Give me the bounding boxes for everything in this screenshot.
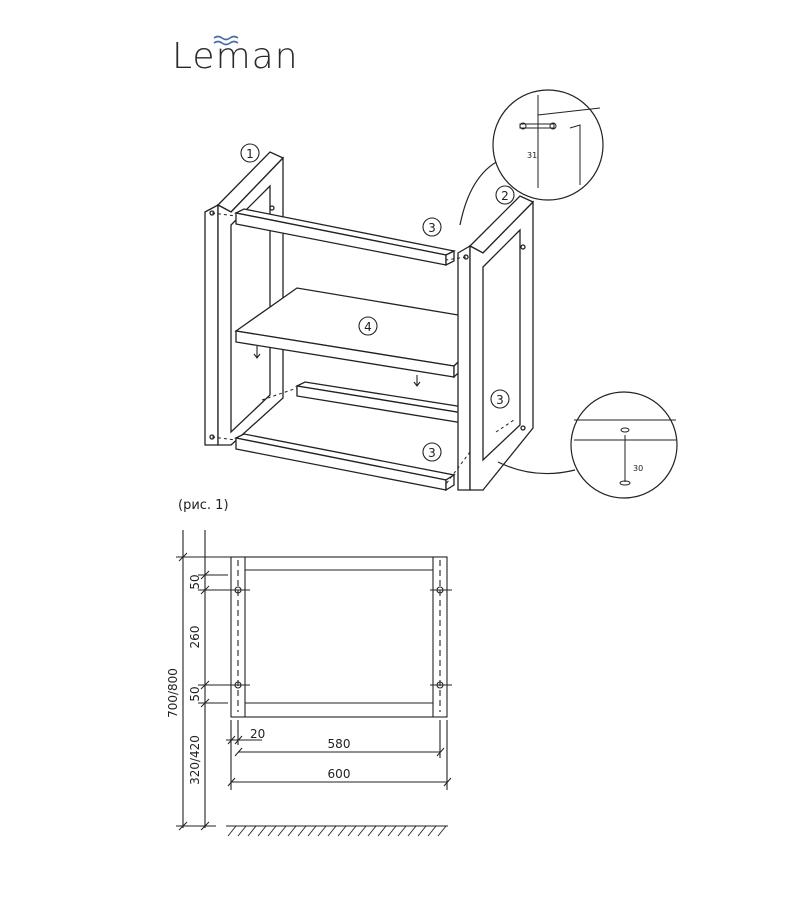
- dim-middle-gap: 260: [188, 626, 202, 649]
- dim-floor-gap: 320/420: [188, 735, 202, 785]
- svg-text:30: 30: [633, 464, 643, 473]
- bar-top: [234, 208, 456, 267]
- assembly-diagram: 1 2 3 4 3 3 31 30: [204, 89, 678, 499]
- dim-top-offset: 50: [188, 574, 202, 589]
- figure-caption: (рис. 1): [178, 498, 229, 513]
- part-label-4: [358, 316, 378, 336]
- svg-text:3: 3: [428, 221, 436, 235]
- dim-total-width: 600: [328, 767, 351, 781]
- part-label-3-top: [422, 217, 442, 237]
- part-label-1: [240, 143, 260, 163]
- dim-bottom-offset: 50: [188, 686, 202, 701]
- dim-height-total: 700/800: [166, 668, 180, 718]
- svg-text:2: 2: [501, 189, 509, 203]
- detail-top-screw: [459, 89, 604, 226]
- dim-leg-width: 20: [250, 727, 265, 741]
- part-label-3-bottom: [422, 442, 442, 462]
- svg-text:3: 3: [428, 446, 436, 460]
- floor-hatching: [227, 825, 447, 837]
- brand-logo: Leman: [172, 36, 299, 77]
- frame-front-view: [230, 556, 448, 718]
- svg-text:31: 31: [527, 151, 537, 160]
- bar-bottom: [234, 433, 456, 492]
- svg-text:4: 4: [364, 320, 372, 334]
- svg-text:3: 3: [496, 393, 504, 407]
- wave-logo-icon: [213, 35, 239, 46]
- part-label-2: [495, 185, 515, 205]
- brand-name: Leman: [172, 36, 299, 77]
- frame-left: [204, 151, 285, 446]
- detail-bottom-screw: [497, 391, 678, 499]
- svg-text:1: 1: [246, 147, 254, 161]
- dim-hole-span: 580: [328, 737, 351, 751]
- part-label-3-middle: [490, 389, 510, 409]
